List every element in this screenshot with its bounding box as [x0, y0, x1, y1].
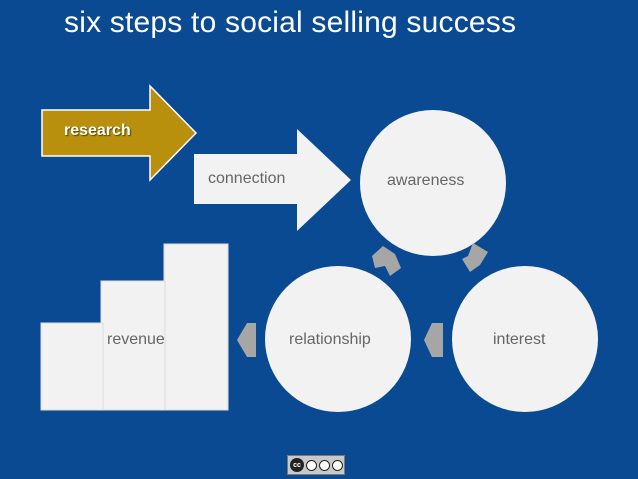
interest-circle — [452, 266, 598, 412]
interest-label: interest — [493, 331, 546, 348]
revenue-step-1 — [40, 322, 104, 411]
cycle-arrow-interest-to-relationship — [424, 323, 443, 357]
noncommercial-icon — [319, 459, 330, 471]
research-arrow — [41, 84, 198, 182]
attribution-icon — [306, 459, 317, 471]
cc-icon: cc — [290, 458, 304, 472]
cycle-arrow-relationship-to-revenue — [237, 323, 256, 357]
sharealike-icon — [332, 459, 343, 471]
revenue-label: revenue — [107, 331, 165, 348]
awareness-label: awareness — [387, 172, 465, 189]
research-label: research — [64, 122, 131, 139]
cycle-arrow-awareness-to-interest — [462, 243, 488, 272]
creative-commons-by-nc-sa-icon[interactable]: cc — [287, 455, 345, 475]
connection-arrow — [194, 129, 351, 231]
awareness-circle — [360, 110, 506, 256]
connection-label: connection — [208, 170, 286, 187]
relationship-label: relationship — [289, 331, 371, 348]
relationship-circle — [265, 266, 411, 412]
revenue-step-2 — [100, 280, 166, 411]
cycle-arrow-relationship-to-awareness — [372, 246, 401, 276]
slide-title: six steps to social selling success — [64, 6, 517, 39]
revenue-step-3 — [163, 243, 229, 411]
